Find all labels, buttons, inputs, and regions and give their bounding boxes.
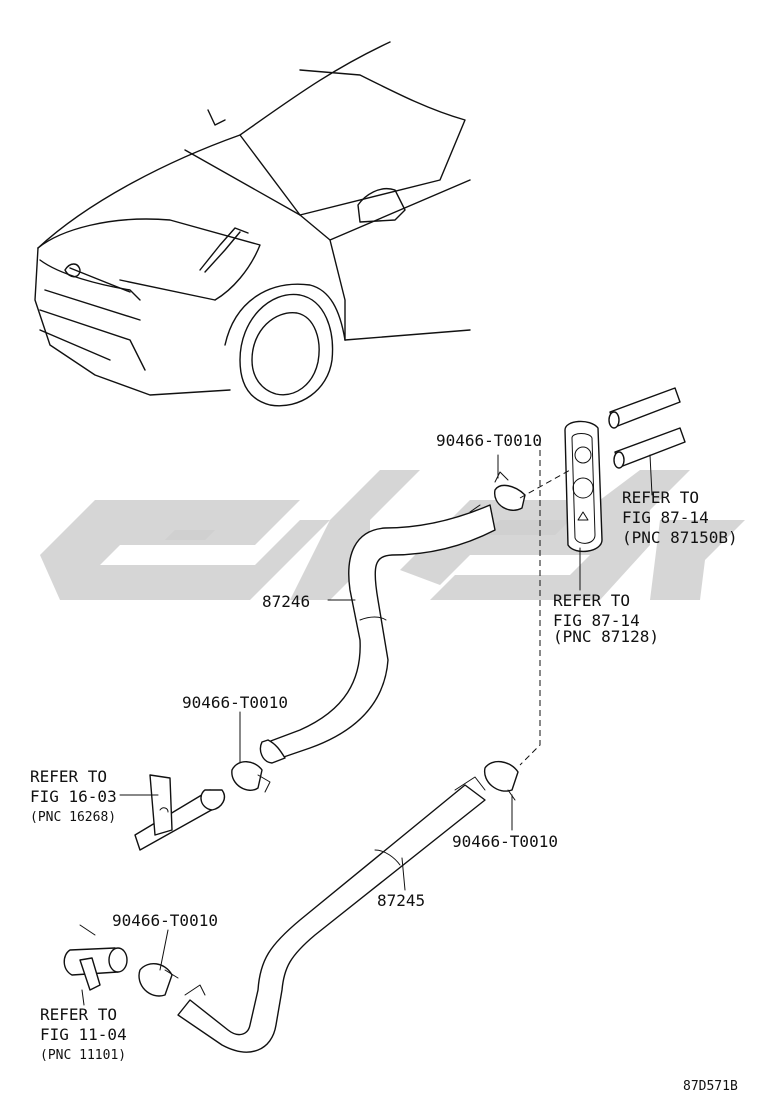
part-label-hose-lower: 87245: [377, 891, 425, 910]
ref-line: REFER TO: [40, 1005, 117, 1024]
ref-line: (PNC 16268): [30, 810, 116, 825]
reference-engine: REFER TO FIG 16-03 (PNC 16268): [30, 767, 117, 825]
ref-line: REFER TO: [553, 591, 630, 610]
watermark-logo: [40, 470, 745, 600]
water-outlet-fitting: [63, 924, 128, 991]
part-label-clip-top: 90466-T0010: [436, 431, 542, 450]
leader-lines: [81, 440, 653, 1006]
heater-hose-upper: [259, 504, 496, 764]
ref-line: (PNC 87150B): [622, 528, 738, 547]
ref-line: REFER TO: [622, 488, 699, 507]
water-valve-assembly: [564, 387, 686, 553]
reference-valve-lower: REFER TO FIG 87-14 (PNC 87128): [553, 591, 659, 646]
part-label-clip-mid-right: 90466-T0010: [452, 832, 558, 851]
part-label-hose-upper: 87246: [262, 592, 310, 611]
ref-line: FIG 16-03: [30, 787, 117, 806]
hose-clip-bottom: [138, 963, 179, 997]
ref-line: (PNC 11101): [40, 1048, 126, 1063]
hose-clip-top: [494, 471, 526, 511]
hose-clip-mid-left: [231, 761, 271, 793]
figure-code: 87D571B: [683, 1079, 738, 1094]
reference-valve-upper: REFER TO FIG 87-14 (PNC 87150B): [622, 488, 738, 547]
part-label-clip-mid-left: 90466-T0010: [182, 693, 288, 712]
heater-hose-lower: [177, 776, 486, 1053]
hose-clip-mid-right: [484, 761, 519, 801]
reference-block: REFER TO FIG 11-04 (PNC 11101): [40, 1005, 127, 1063]
engine-outlet-pipe: [134, 774, 226, 851]
ref-line: FIG 87-14: [622, 508, 709, 527]
vehicle-illustration: [34, 41, 471, 407]
part-label-clip-bottom: 90466-T0010: [112, 911, 218, 930]
ref-line: FIG 87-14: [553, 611, 640, 630]
ref-line: (PNC 87128): [553, 627, 659, 646]
ref-line: REFER TO: [30, 767, 107, 786]
ref-line: FIG 11-04: [40, 1025, 127, 1044]
